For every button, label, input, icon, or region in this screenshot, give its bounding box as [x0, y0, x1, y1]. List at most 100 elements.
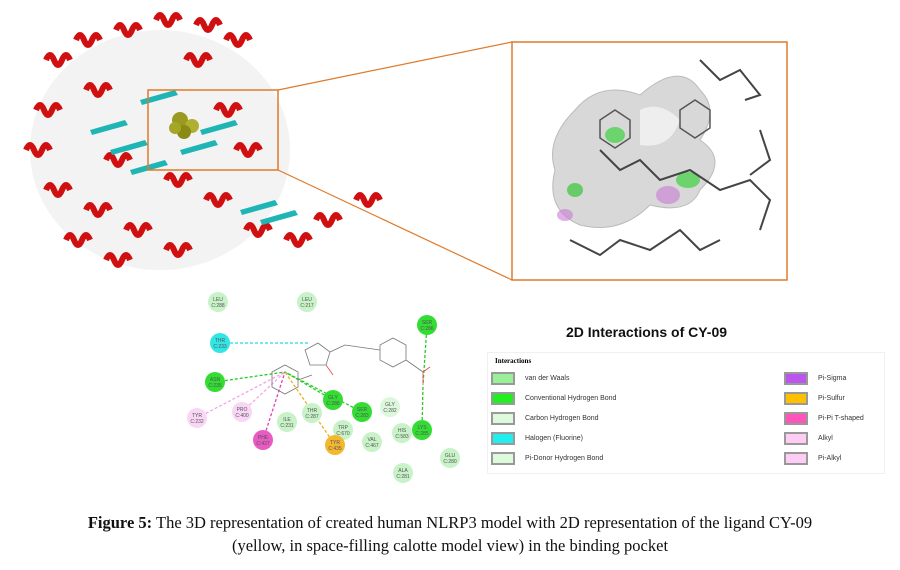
residue-circle	[440, 448, 460, 468]
residue-circle	[392, 423, 412, 443]
residue-name: VAL	[367, 437, 376, 443]
helix	[113, 22, 143, 38]
legend-label: Alkyl	[818, 434, 833, 442]
legend-item: Alkyl	[784, 431, 833, 445]
helix	[193, 17, 223, 33]
legend-swatch	[784, 431, 808, 445]
legend-header: Interactions	[495, 357, 532, 365]
residue-name: LEU	[213, 297, 223, 303]
helix	[353, 192, 383, 208]
interaction-diagram-2d: LEUC:288LEUC:217SERC:286THRC:233ASNC:235…	[187, 292, 460, 483]
legend-item: van der Waals	[491, 371, 569, 385]
caption-text-line2: (yellow, in space-filling calotte model …	[231, 536, 669, 555]
helix	[103, 152, 133, 168]
helix	[83, 82, 113, 98]
legend-item: Pi-Donor Hydrogen Bond	[491, 451, 603, 465]
helix	[83, 202, 113, 218]
legend-swatch	[784, 391, 808, 405]
residue-name: GLU	[445, 453, 456, 459]
residue-circle	[380, 397, 400, 417]
legend-label: van der Waals	[525, 374, 570, 382]
ligand-structure	[271, 337, 431, 395]
legend-item: Conventional Hydrogen Bond	[491, 391, 616, 405]
residue-circle	[210, 333, 230, 353]
residue-id: C:288	[326, 401, 340, 407]
residue-name: SER	[422, 320, 433, 326]
residue-circle	[362, 432, 382, 452]
beta-sheet	[180, 140, 218, 155]
binding-pocket-inset	[511, 41, 788, 281]
residue-name: HIS	[398, 428, 407, 434]
residue-id: C:285	[415, 431, 429, 437]
legend-label: Pi-Donor Hydrogen Bond	[525, 454, 604, 462]
helix	[183, 52, 213, 68]
helix	[243, 222, 273, 238]
legend-label: Pi-Pi T-shaped	[818, 414, 864, 422]
helix	[223, 32, 253, 48]
legend-item: Pi-Sigma	[784, 371, 846, 385]
figure-graphics: LEUC:288LEUC:217SERC:286THRC:233ASNC:235…	[23, 12, 788, 483]
helix	[43, 182, 73, 198]
helix	[163, 172, 193, 188]
residue-id: C:282	[383, 408, 397, 414]
residue-circle	[208, 292, 228, 312]
legend-label: Pi-Alkyl	[818, 454, 842, 462]
residue-circle	[277, 412, 297, 432]
caption-label: Figure 5:	[87, 513, 153, 532]
residue-id: C:287	[305, 414, 319, 420]
helix	[43, 52, 73, 68]
helix	[163, 242, 193, 258]
legend-swatch	[491, 411, 515, 425]
legend-swatch	[491, 371, 515, 385]
residue-circle	[323, 390, 343, 410]
legend-item: Pi-Pi T-shaped	[784, 411, 864, 425]
legend-item: Carbon Hydrogen Bond	[491, 411, 599, 425]
residue-name: GLY	[328, 395, 338, 401]
residue-id: C:400	[235, 413, 249, 419]
figure-caption: Figure 5: The 3D representation of creat…	[0, 511, 900, 557]
residue-id: C:232	[190, 419, 204, 425]
legend-swatch	[784, 411, 808, 425]
beta-sheet	[240, 200, 278, 215]
residue-name: PRO	[237, 407, 248, 413]
residue-circle	[352, 402, 372, 422]
helix	[33, 102, 63, 118]
legend-swatch	[491, 391, 515, 405]
residue-id: C:427	[256, 441, 270, 447]
helix	[103, 252, 133, 268]
helix	[73, 32, 103, 48]
legend-label: Pi-Sigma	[818, 374, 847, 382]
residue-circle	[417, 315, 437, 335]
residue-id: C:286	[420, 326, 434, 332]
beta-sheet	[200, 120, 238, 135]
residue-id: C:283	[355, 413, 369, 419]
helix	[213, 102, 243, 118]
residue-id: C:288	[211, 303, 225, 309]
residue-id: C:280	[443, 459, 457, 465]
helix	[313, 212, 343, 228]
legend-label: Pi-Sulfur	[818, 394, 845, 402]
helix	[123, 222, 153, 238]
residue-circle	[297, 292, 317, 312]
residue-name: LEU	[302, 297, 312, 303]
residue-name: ILE	[283, 417, 291, 423]
helix	[283, 232, 313, 248]
beta-sheet	[140, 90, 178, 105]
residue-circle	[302, 403, 322, 423]
residue-id: C:670	[336, 431, 350, 437]
